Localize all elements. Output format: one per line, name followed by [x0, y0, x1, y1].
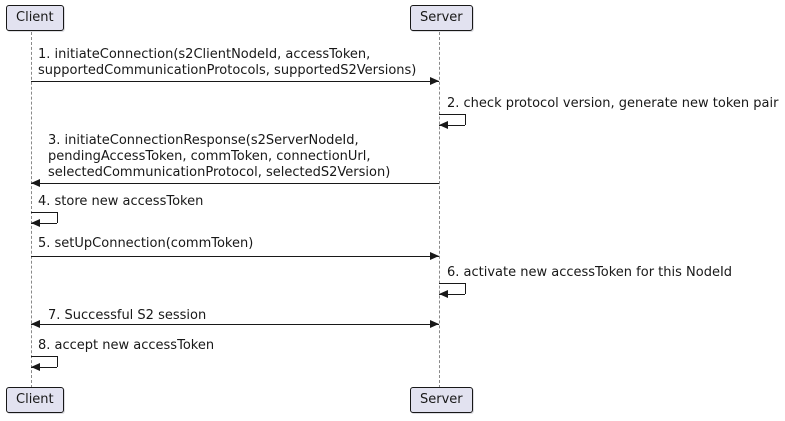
arrowhead-left: [439, 290, 448, 298]
message-4-label: 4. store new accessToken: [38, 194, 204, 209]
message-1-line: [31, 81, 439, 82]
message-6-self-top: [439, 283, 465, 284]
arrowhead-left: [31, 179, 40, 187]
message-4-self-top: [31, 212, 57, 213]
message-8-self-top: [31, 356, 57, 357]
arrowhead-left: [31, 363, 40, 371]
arrowhead-left: [31, 219, 40, 227]
message-5-line: [31, 256, 439, 257]
message-6-self-side: [465, 283, 466, 294]
message-2-self-top: [439, 114, 465, 115]
message-5-label: 5. setUpConnection(commToken): [38, 236, 254, 251]
message-8-self-bottom: [31, 367, 57, 368]
message-4-self-bottom: [31, 223, 57, 224]
message-2-self-bottom: [439, 125, 465, 126]
arrowhead-left: [31, 320, 40, 328]
arrowhead-right: [430, 252, 439, 260]
message-6-self-bottom: [439, 294, 465, 295]
message-7-label: 7. Successful S2 session: [48, 308, 207, 323]
server-lifeline: [439, 32, 440, 388]
participant-client-bottom: Client: [6, 387, 64, 413]
arrowhead-left: [439, 121, 448, 129]
participant-client-top: Client: [6, 5, 64, 31]
message-1-label: 1. initiateConnection(s2ClientNodeId, ac…: [38, 47, 417, 78]
arrowhead-right: [430, 320, 439, 328]
message-7-line: [31, 324, 439, 325]
message-6-label: 6. activate new accessToken for this Nod…: [447, 265, 733, 280]
message-8-label: 8. accept new accessToken: [38, 338, 215, 353]
message-3-label: 3. initiateConnectionResponse(s2ServerNo…: [48, 133, 391, 180]
client-lifeline: [31, 32, 32, 388]
message-2-label: 2. check protocol version, generate new …: [447, 96, 779, 111]
participant-server-top: Server: [410, 5, 473, 31]
message-4-self-side: [57, 212, 58, 223]
message-8-self-side: [57, 356, 58, 367]
message-2-self-side: [465, 114, 466, 125]
arrowhead-right: [430, 77, 439, 85]
message-3-line: [31, 183, 439, 184]
participant-server-bottom: Server: [410, 387, 473, 413]
